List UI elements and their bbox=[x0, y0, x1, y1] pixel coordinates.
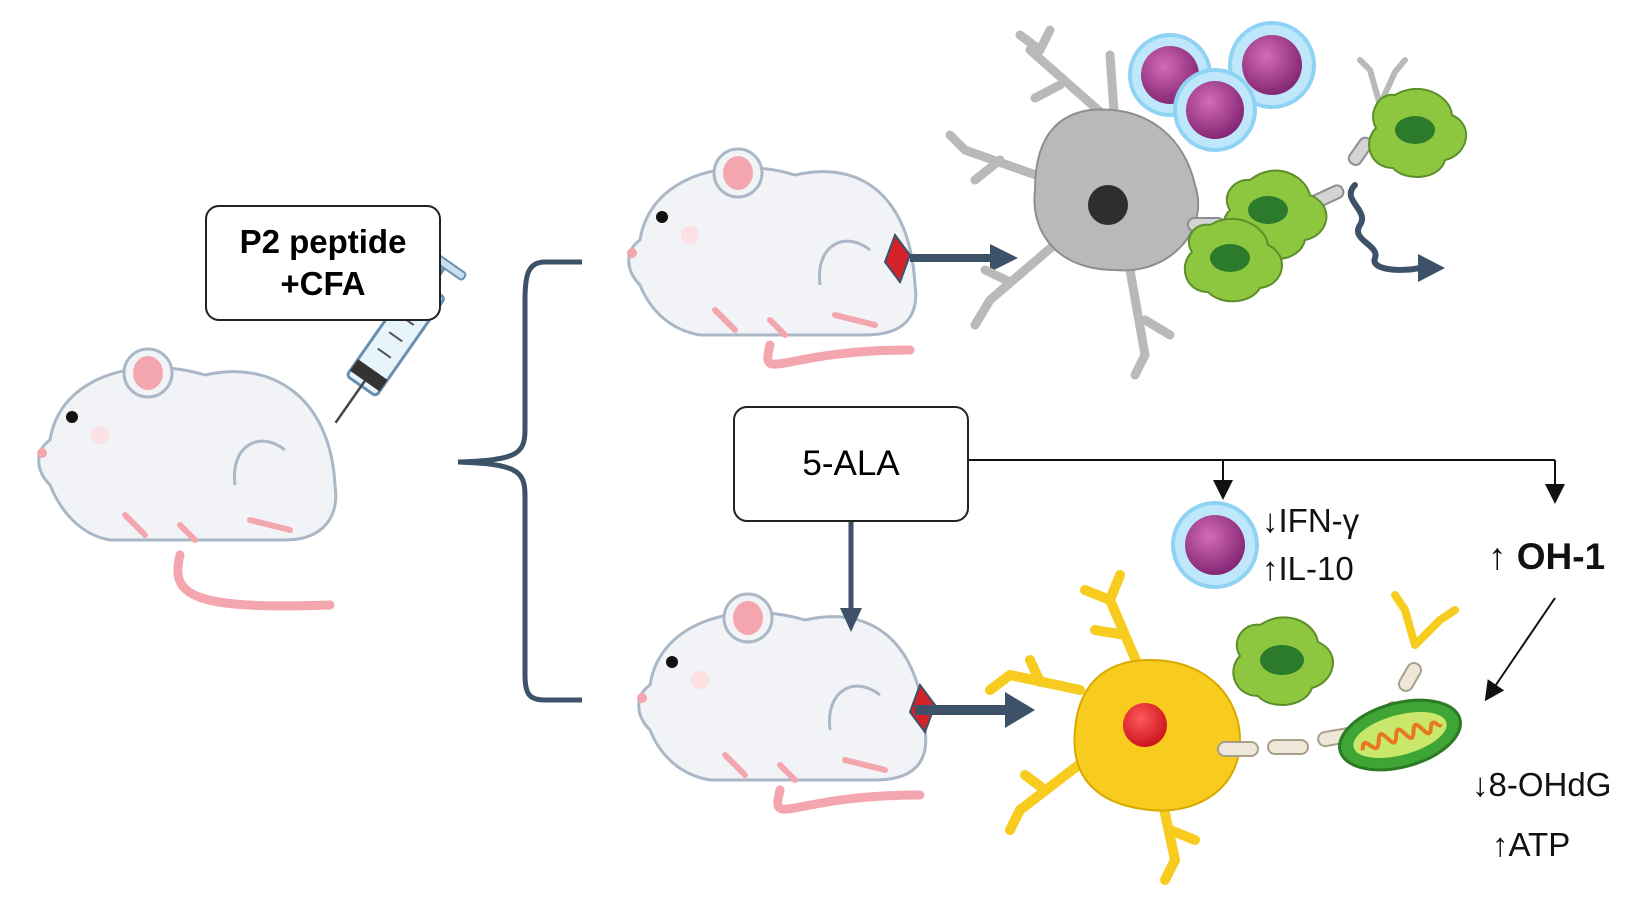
neuron-healthy bbox=[985, 570, 1459, 885]
ohdg-label: ↓8-OHdG bbox=[1472, 766, 1612, 803]
cfa-label: +CFA bbox=[280, 265, 366, 302]
oh1-label: ↑ OH-1 bbox=[1488, 536, 1606, 577]
mitochondrion-icon bbox=[1338, 698, 1462, 772]
il10-label: ↑IL-10 bbox=[1262, 550, 1354, 587]
arrow-eae bbox=[910, 244, 1018, 272]
p2-peptide-label: P2 peptide bbox=[239, 223, 407, 260]
mouse-treated bbox=[637, 592, 928, 814]
group-brace bbox=[457, 259, 582, 703]
arrow-treated bbox=[915, 692, 1035, 728]
five-ala-label: 5-ALA bbox=[802, 444, 900, 483]
microglia-bottom bbox=[1232, 616, 1334, 707]
lesion-marker-eae bbox=[883, 232, 912, 285]
degeneration-arrow bbox=[1347, 182, 1445, 282]
mouse-immunized bbox=[37, 347, 338, 611]
connector-5ala-branches bbox=[965, 459, 1565, 504]
ifn-gamma-label: ↓IFN-γ bbox=[1262, 502, 1360, 539]
five-ala-box: 5-ALA bbox=[733, 406, 969, 522]
microglia-cluster-top bbox=[1183, 87, 1468, 303]
p2-peptide-cfa-box: P2 peptide +CFA bbox=[205, 205, 441, 321]
mouse-eae bbox=[627, 147, 918, 369]
lymphocytes-top bbox=[1128, 21, 1316, 152]
arrow-5ala-to-mouse bbox=[840, 518, 862, 632]
arrow-oh1-to-mitochondrion bbox=[1484, 597, 1556, 702]
atp-label: ↑ATP bbox=[1492, 826, 1571, 863]
lymphocyte-bottom bbox=[1171, 501, 1259, 589]
